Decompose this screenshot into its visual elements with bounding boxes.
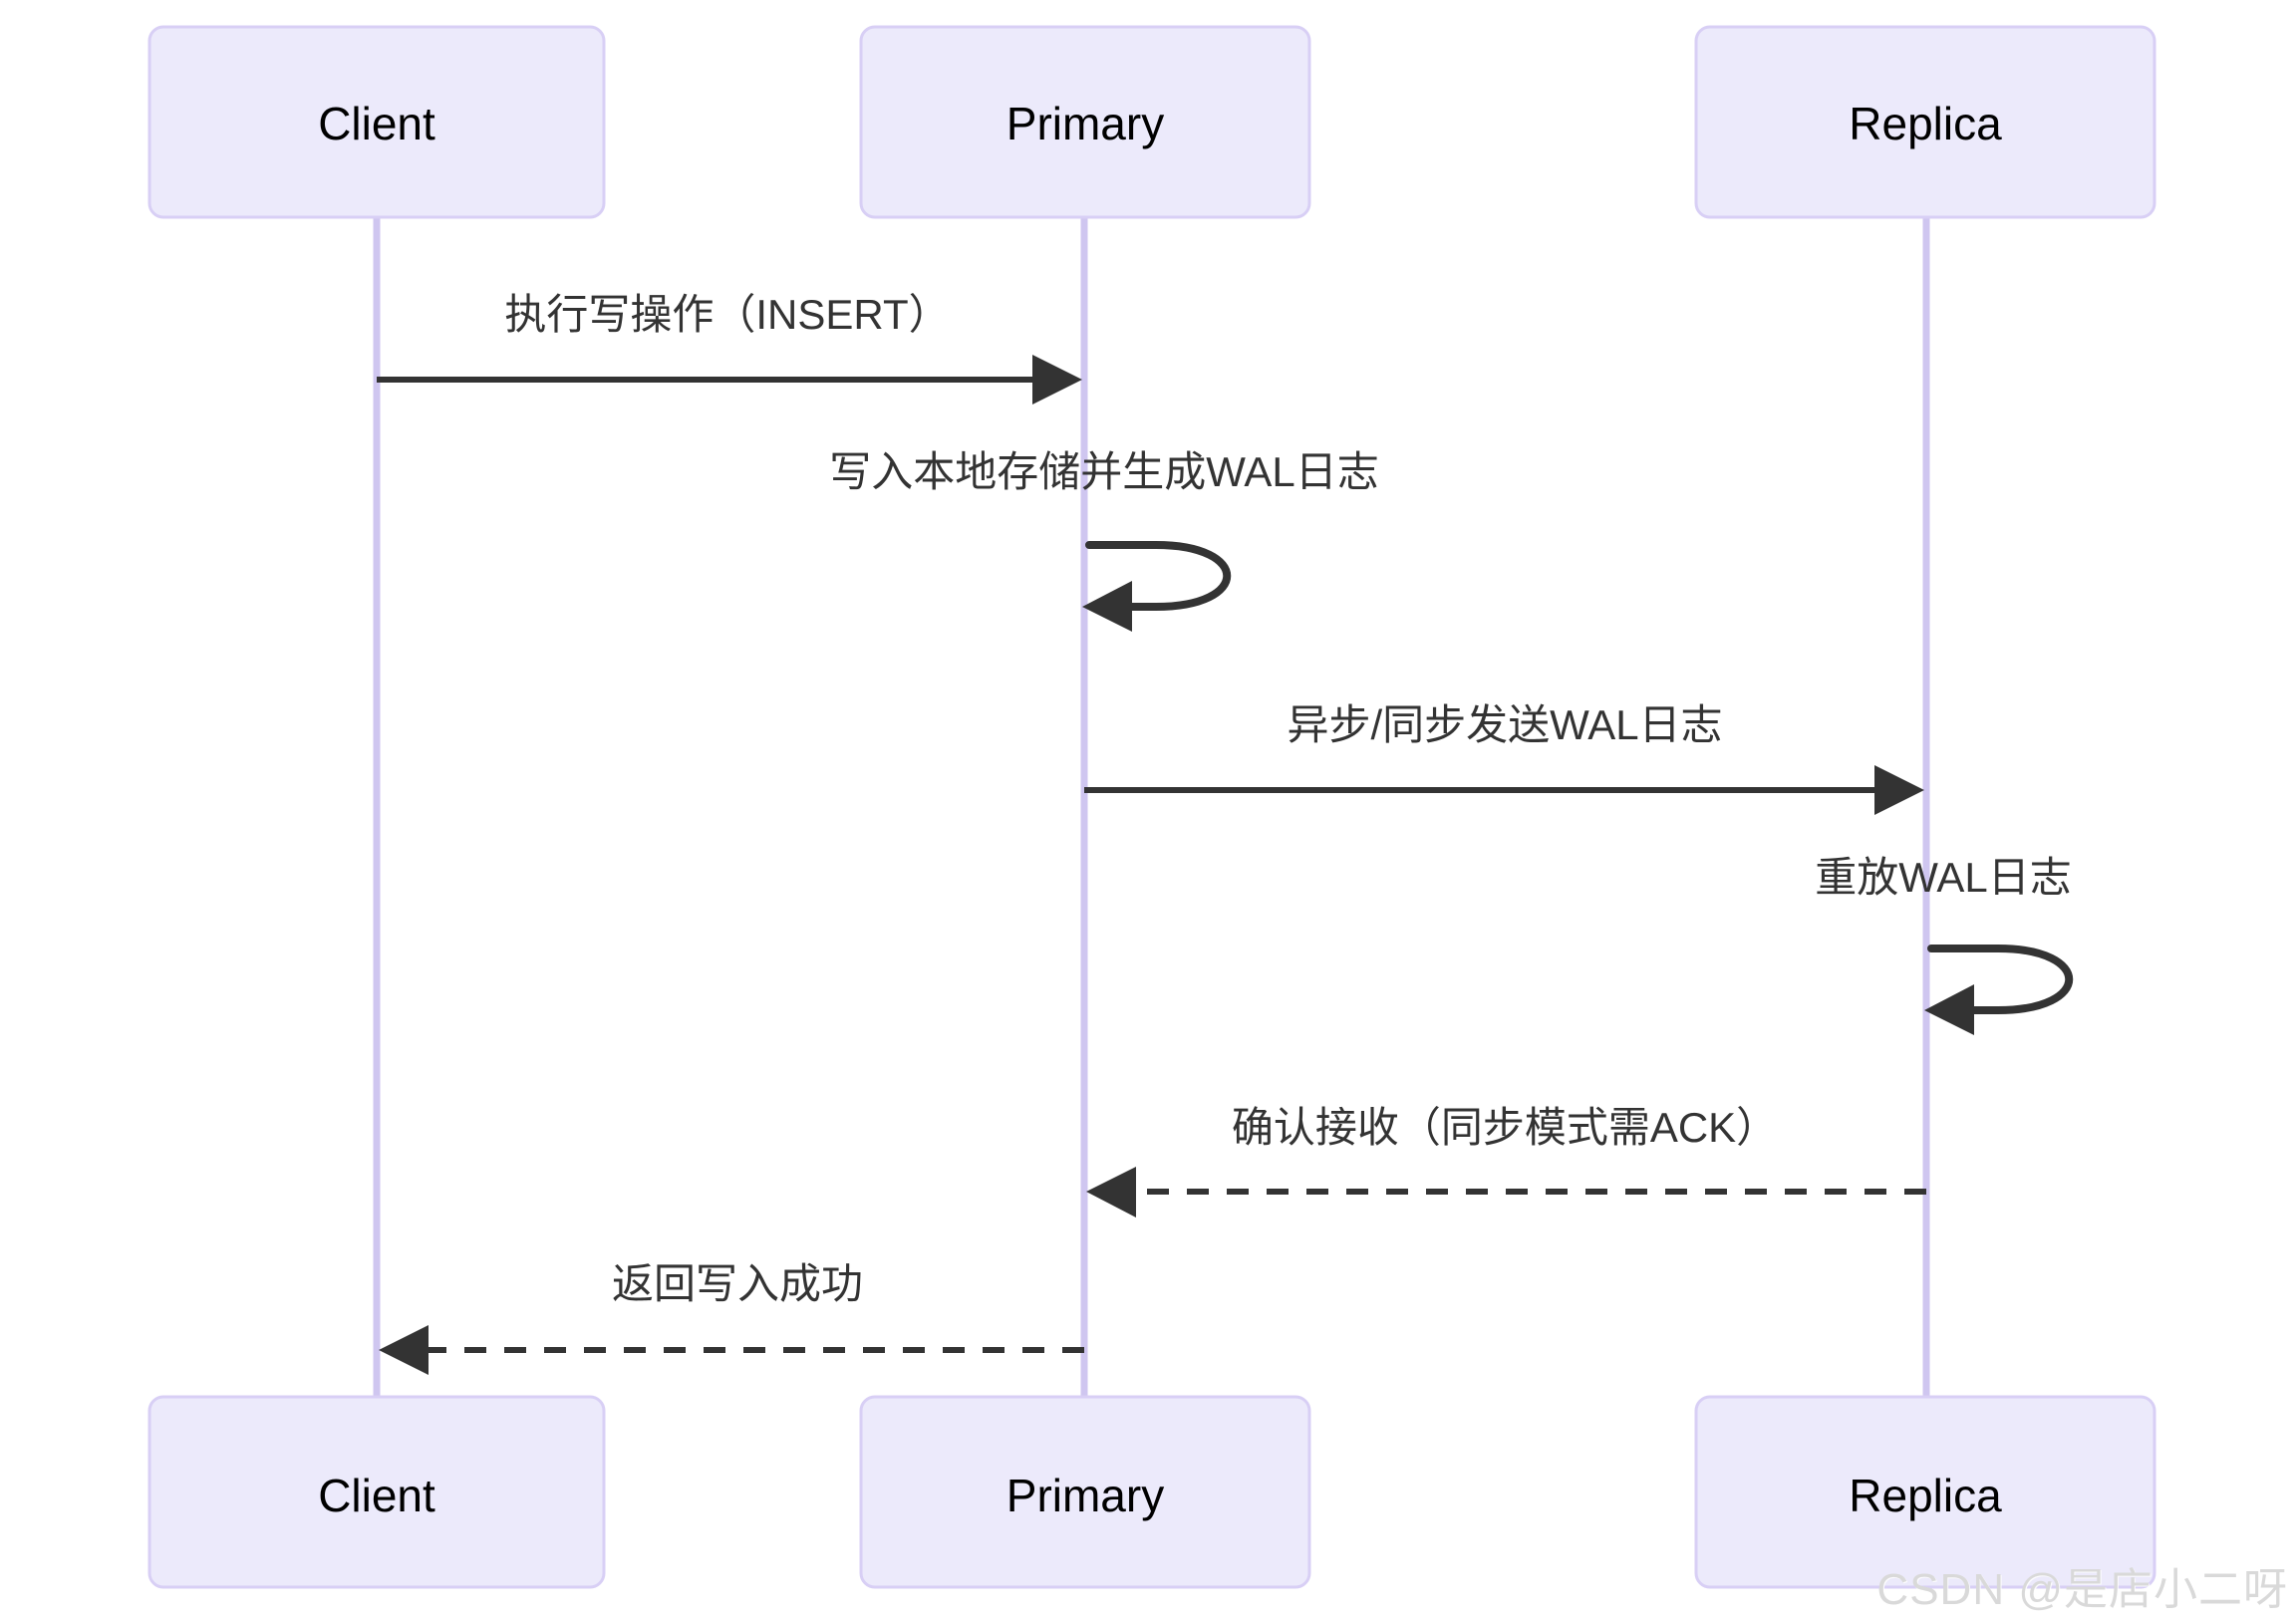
message-4-loop-line — [1927, 945, 2074, 1014]
message-1-arrowhead — [1032, 355, 1082, 405]
message-4-arrowhead — [1924, 984, 1974, 1035]
message-6-arrowhead — [379, 1325, 429, 1375]
actor-label-primary-bottom: Primary — [1006, 1470, 1164, 1521]
actor-footer-primary[interactable]: Primary — [859, 1395, 1311, 1589]
actor-footer-replica[interactable]: Replica — [1694, 1395, 2156, 1589]
actor-box-replica-bottom[interactable] — [1694, 1395, 2156, 1589]
message-3-arrowhead — [1874, 765, 1924, 815]
actor-label-primary-top: Primary — [1006, 98, 1164, 149]
message-2-group[interactable]: 写入本地存储并生成WAL日志 — [829, 448, 1379, 632]
actor-box-replica-top[interactable] — [1694, 25, 2156, 219]
actor-box-client-bottom[interactable] — [147, 1395, 606, 1589]
message-4-group[interactable]: 重放WAL日志 — [1815, 854, 2074, 1035]
message-4-label: 重放WAL日志 — [1815, 854, 2071, 901]
message-6-group[interactable]: 返回写入成功 — [379, 1260, 1084, 1375]
actor-box-client-top[interactable] — [147, 25, 606, 219]
message-2-loop-line — [1085, 541, 1232, 611]
actor-box-primary-bottom[interactable] — [859, 1395, 1311, 1589]
message-5-group[interactable]: 确认接收（同步模式需ACK） — [1086, 1104, 1926, 1217]
message-1-label: 执行写操作（INSERT） — [504, 291, 950, 338]
message-5-arrowhead — [1086, 1167, 1136, 1217]
message-6-label: 返回写入成功 — [612, 1260, 863, 1307]
actor-box-primary-top[interactable] — [859, 25, 1311, 219]
message-3-group[interactable]: 异步/同步发送WAL日志 — [1084, 701, 1924, 815]
actor-label-client-bottom: Client — [318, 1470, 435, 1521]
actor-label-replica-top: Replica — [1849, 98, 2002, 149]
actor-header-replica[interactable]: Replica — [1694, 25, 2156, 219]
actor-footer-client[interactable]: Client — [147, 1395, 606, 1589]
lifelines — [373, 217, 1930, 1397]
message-2-label: 写入本地存储并生成WAL日志 — [829, 448, 1378, 495]
message-2-arrowhead — [1082, 581, 1132, 632]
actor-label-client-top: Client — [318, 98, 435, 149]
actor-header-client[interactable]: Client — [147, 25, 606, 219]
message-3-label: 异步/同步发送WAL日志 — [1287, 701, 1722, 748]
message-1-group[interactable]: 执行写操作（INSERT） — [377, 291, 1082, 405]
actor-label-replica-bottom: Replica — [1849, 1470, 2002, 1521]
message-5-label: 确认接收（同步模式需ACK） — [1232, 1104, 1778, 1151]
actor-header-primary[interactable]: Primary — [859, 25, 1311, 219]
